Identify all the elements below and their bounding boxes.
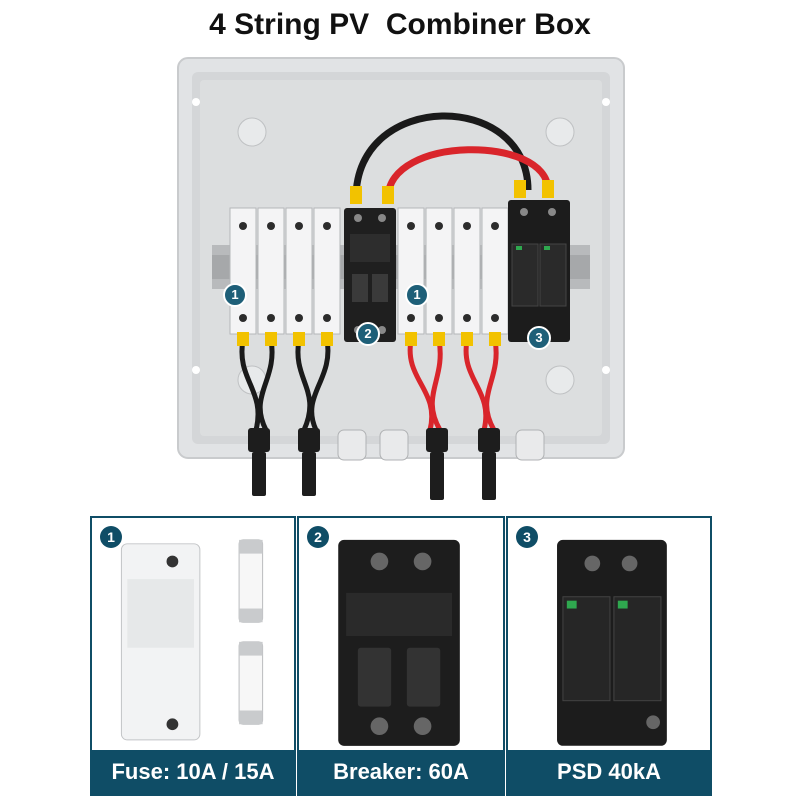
fuse-holder-image <box>120 539 264 741</box>
spd-caption: PSD 40kA <box>508 750 710 794</box>
page-title: 4 String PV Combiner Box <box>209 8 591 41</box>
callout-badge-spd: 3 <box>527 326 551 350</box>
panel-number: 3 <box>516 526 538 548</box>
surge-protector-image <box>557 539 667 746</box>
spd-panel: 3 PSD 40kA <box>506 516 712 796</box>
callout-badge-fuse-left: 1 <box>223 283 247 307</box>
panel-number: 2 <box>307 526 329 548</box>
fuse-panel: 1 Fuse: 10A / 15A <box>90 516 296 796</box>
combiner-box-photo <box>177 57 625 500</box>
callout-badge-breaker: 2 <box>356 322 380 346</box>
breaker-panel: 2 Breaker: 60A <box>297 516 505 796</box>
callout-badge-fuse-right: 1 <box>405 283 429 307</box>
breaker-image <box>338 539 460 746</box>
breaker-caption: Breaker: 60A <box>299 750 503 794</box>
fuse-caption: Fuse: 10A / 15A <box>92 750 294 794</box>
panel-number: 1 <box>100 526 122 548</box>
